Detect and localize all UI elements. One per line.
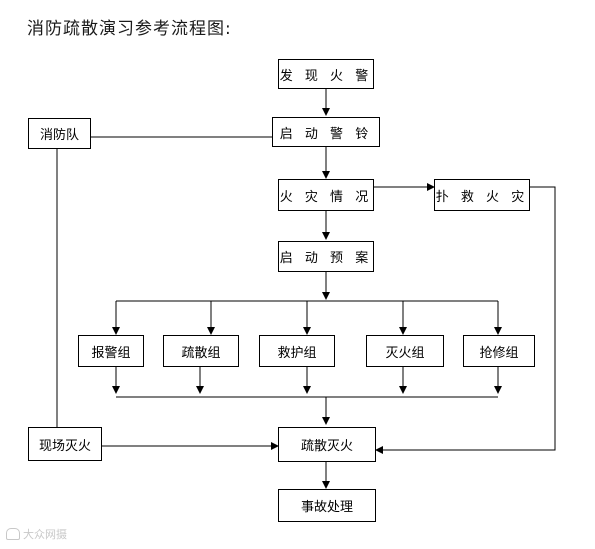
node-accident: 事故处理 xyxy=(278,489,376,522)
camera-icon xyxy=(6,528,20,540)
node-fire-brigade: 消防队 xyxy=(28,118,91,149)
node-repair-group: 抢修组 xyxy=(463,335,535,367)
node-start-plan: 启 动 预 案 xyxy=(278,241,374,272)
node-start-alarm: 启 动 警 铃 xyxy=(272,117,380,147)
watermark-text: 大众网摄 xyxy=(23,528,67,541)
node-onsite-fire: 现场灭火 xyxy=(28,427,102,461)
node-evac-group: 疏散组 xyxy=(163,335,239,367)
node-fight-fire: 扑 救 火 灾 xyxy=(434,179,530,211)
node-fire-group: 灭火组 xyxy=(366,335,444,367)
page-title: 消防疏散演习参考流程图: xyxy=(27,19,232,39)
edge-fight-to-evac-fire xyxy=(375,186,556,454)
node-evac-fire: 疏散灭火 xyxy=(278,427,376,462)
node-alarm-group: 报警组 xyxy=(78,335,144,367)
node-fire-alarm: 发 现 火 警 xyxy=(278,59,374,89)
node-rescue-group: 救护组 xyxy=(259,335,335,367)
node-fire-status: 火 灾 情 况 xyxy=(278,179,374,211)
watermark: 大众网摄 xyxy=(6,526,67,542)
